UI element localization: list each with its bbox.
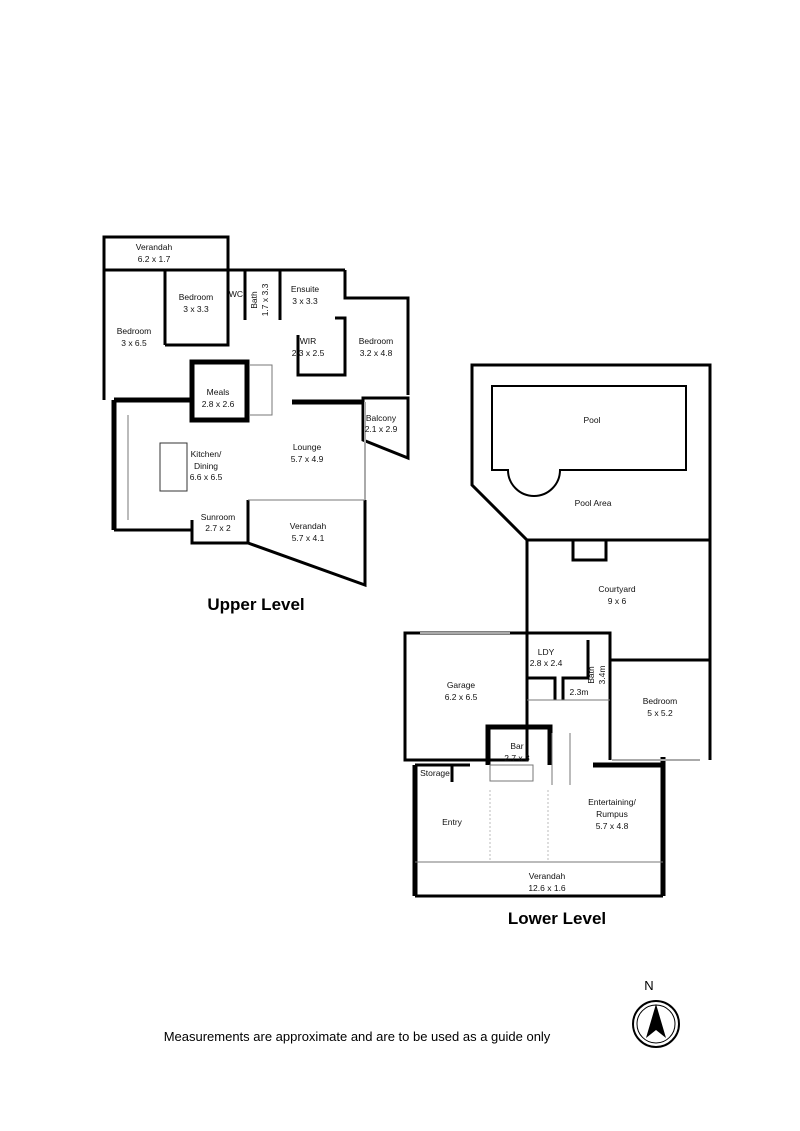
room-label: Entry [442,817,463,827]
room-label: Verandah [136,242,173,252]
compass-label: N [644,978,653,993]
room-label: Bath [586,666,596,684]
upper-level-title: Upper Level [207,595,304,614]
room-label: Verandah [290,521,327,531]
room-size: 3 x 6.5 [121,338,147,348]
room-size: 5.7 x 4.9 [291,454,324,464]
room-label: Pool [583,415,600,425]
room-size: 2.1 x 2.9 [365,424,398,434]
room-size: 2.7 x 3 [504,753,530,763]
room-size: 5.7 x 4.1 [292,533,325,543]
upper-level-labels: Verandah 6.2 x 1.7 Bedroom 3 x 3.3 WC Ba… [117,242,398,543]
room-size: 3.4m [597,666,607,685]
room-label: Rumpus [596,809,628,819]
room-label: Pool Area [575,498,612,508]
room-label: WC [229,289,243,299]
room-size: 1.7 x 3.3 [260,283,270,316]
room-label: Sunroom [201,512,236,522]
room-size: 2.3 x 2.5 [292,348,325,358]
room-label: Bedroom [643,696,678,706]
disclaimer-text: Measurements are approximate and are to … [164,1029,551,1044]
room-label: LDY [538,647,555,657]
room-size: 6.2 x 1.7 [138,254,171,264]
room-label: Meals [207,387,230,397]
lower-level-labels: Pool Pool Area Courtyard 9 x 6 Garage 6.… [420,415,677,893]
room-label: Kitchen/ [191,449,222,459]
room-size: 9 x 6 [608,596,627,606]
lower-level-walls [403,363,712,898]
room-size: 3 x 3.3 [183,304,209,314]
room-label: Bath [249,291,259,309]
room-size: 3.2 x 4.8 [360,348,393,358]
room-size: 5.7 x 4.8 [596,821,629,831]
room-label: Ensuite [291,284,320,294]
room-label: Storage [420,768,450,778]
room-label: Dining [194,461,218,471]
room-size: 2.7 x 2 [205,523,231,533]
room-size: 2.8 x 2.4 [530,658,563,668]
room-size: 2.8 x 2.6 [202,399,235,409]
room-size: 6.2 x 6.5 [445,692,478,702]
room-label: Bedroom [179,292,214,302]
room-label: Bedroom [117,326,152,336]
room-size: 2.3m [570,687,589,697]
room-label: WIR [300,336,317,346]
room-size: 12.6 x 1.6 [528,883,566,893]
lower-level-title: Lower Level [508,909,606,928]
room-label: Courtyard [598,584,636,594]
room-label: Lounge [293,442,322,452]
room-label: Balcony [366,413,397,423]
room-label: Bedroom [359,336,394,346]
room-size: 6.6 x 6.5 [190,472,223,482]
room-label: Verandah [529,871,566,881]
room-size: 3 x 3.3 [292,296,318,306]
room-label: Bar [510,741,523,751]
room-size: 5 x 5.2 [647,708,673,718]
upper-level-walls [102,235,410,588]
room-label: Entertaining/ [588,797,636,807]
room-label: Garage [447,680,476,690]
north-arrow-icon [632,1000,680,1048]
